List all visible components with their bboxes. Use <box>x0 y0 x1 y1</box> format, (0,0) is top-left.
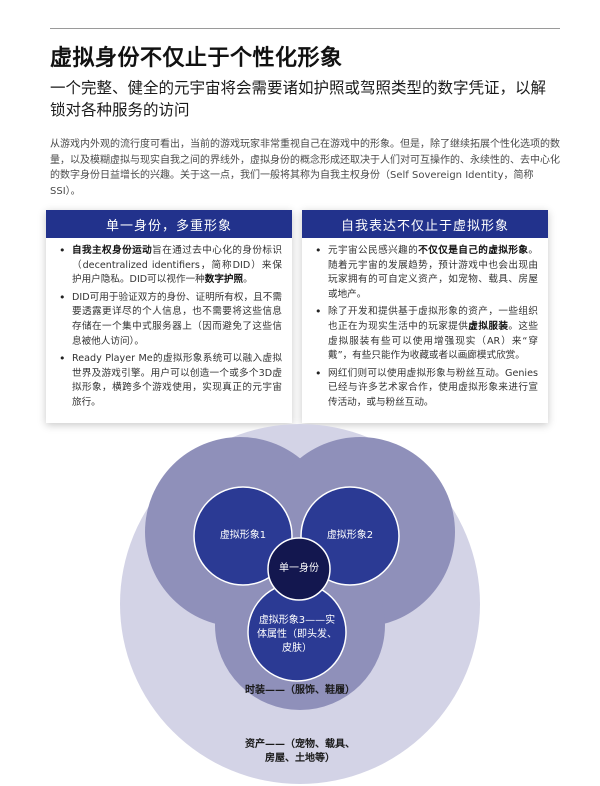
item-text: 网红们则可以使用虚拟形象与粉丝互动。Genies已经与许多艺术家合作，使用虚拟形… <box>328 367 538 408</box>
right-box-header: 自我表达不仅止于虚拟形象 <box>302 210 548 238</box>
bold-text: 不仅仅是自己的虚拟形象 <box>418 245 529 256</box>
item-text: 。随着元宇宙的发展趋势，预计游戏中也会出现由玩家拥有的可自定义资产，如宠物、载具… <box>328 245 539 300</box>
bold-text: 自我主权身份运动 <box>72 245 153 256</box>
avatar3-label-line2: 体属性（即头发、 <box>257 629 337 640</box>
item-text: Ready Player Me的虚拟形象系统可以融入虚拟世界及游戏引擎。用户可以… <box>72 353 282 408</box>
list-item: 除了开发和提供基于虚拟形象的资产，一些组织也正在为现实生活中的玩家提供虚拟服装。… <box>314 305 538 363</box>
left-info-box: 单一身份，多重形象 自我主权身份运动旨在通过去中心化的身份标识（decentra… <box>46 210 292 423</box>
right-info-box: 自我表达不仅止于虚拟形象 元宇宙公民感兴趣的不仅仅是自己的虚拟形象。随着元宇宙的… <box>302 210 548 423</box>
assets-label-line2: 房屋、土地等） <box>265 753 335 764</box>
avatar3-label-line1: 虚拟形象3——实 <box>258 615 336 626</box>
list-item: 元宇宙公民感兴趣的不仅仅是自己的虚拟形象。随着元宇宙的发展趋势，预计游戏中也会出… <box>314 244 538 302</box>
intro-paragraph: 从游戏内外观的流行度可看出，当前的游戏玩家非常重视自己在游戏中的形象。但是，除了… <box>50 139 560 197</box>
list-item: 自我主权身份运动旨在通过去中心化的身份标识（decentralized iden… <box>58 244 282 288</box>
list-item: DID可用于验证双方的身份、证明所有权，且不需要透露更详尽的个人信息，也不需要将… <box>58 291 282 349</box>
fashion-label: 时装——（服饰、鞋履） <box>245 685 355 696</box>
single-identity-label: 单一身份 <box>279 563 319 574</box>
single-identity-circle <box>267 537 331 601</box>
avatar3-label-line3: 皮肤） <box>282 643 312 654</box>
item-text: DID可用于验证双方的身份、证明所有权，且不需要透露更详尽的个人信息，也不需要将… <box>72 291 282 347</box>
page-subtitle: 一个完整、健全的元宇宙将会需要诸如护照或驾照类型的数字凭证，以解锁对各种服务的访… <box>50 79 547 119</box>
avatar1-label: 虚拟形象1 <box>219 530 267 541</box>
item-text: 除了开发和提供基于虚拟形象的资产，一些组织也正在为现实生活中的玩家提供 <box>328 306 538 332</box>
left-box-list: 自我主权身份运动旨在通过去中心化的身份标识（decentralized iden… <box>46 238 292 411</box>
bold-text: 数字护照 <box>204 274 244 286</box>
avatar2-label: 虚拟形象2 <box>326 530 374 541</box>
bold-text: 虚拟服装 <box>468 320 509 332</box>
item-text: 。这些虚拟服装有些可以使用增强现实（AR）来“穿戴”，有些只能作为收藏或者以画廊… <box>328 320 539 362</box>
page-title: 虚拟身份不仅止于个性化形象 <box>50 46 343 71</box>
assets-label-line1: 资产——（宠物、载具、 <box>245 739 355 750</box>
item-text: 。 <box>243 274 253 286</box>
item-text: 旨在通过去中心化的身份标识（decentralized identifiers，… <box>72 245 283 286</box>
item-text: 元宇宙公民感兴趣的 <box>328 245 419 256</box>
top-divider <box>50 28 560 29</box>
avatar1-circle <box>193 486 293 586</box>
right-box-list: 元宇宙公民感兴趣的不仅仅是自己的虚拟形象。随着元宇宙的发展趋势，预计游戏中也会出… <box>302 238 548 411</box>
list-item: Ready Player Me的虚拟形象系统可以融入虚拟世界及游戏引擎。用户可以… <box>58 352 282 410</box>
left-box-header: 单一身份，多重形象 <box>46 210 292 238</box>
list-item: 网红们则可以使用虚拟形象与粉丝互动。Genies已经与许多艺术家合作，使用虚拟形… <box>314 367 538 411</box>
